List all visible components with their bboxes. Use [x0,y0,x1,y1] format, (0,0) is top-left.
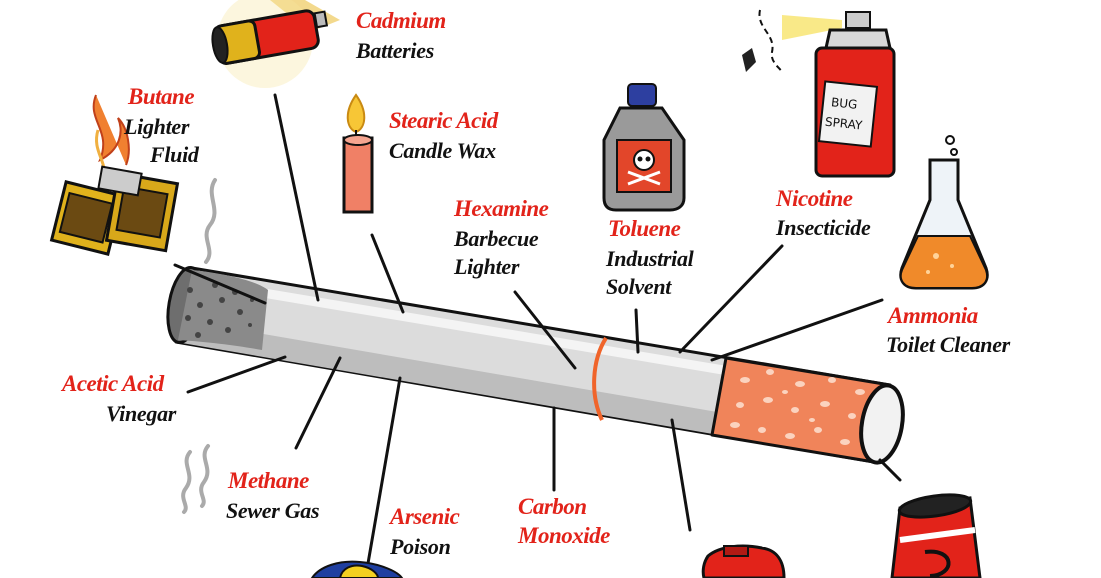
battery-icon [211,0,340,88]
label-solvent: Solvent [606,274,672,299]
label-fluid: Fluid [150,142,199,167]
label-carbon: Carbon [518,494,587,519]
candle-icon [342,93,374,214]
gas-can-icon [701,544,786,578]
label-poison: Poison [390,534,451,559]
poison-bottle-icon [602,83,686,212]
label-butane: Butane [128,84,195,109]
label-methane: Methane [228,468,309,493]
label-nicotine: Nicotine [776,186,853,211]
label-vinegar: Vinegar [106,401,177,426]
label-lighter: Lighter [124,114,190,139]
spray-can-text-2: SPRAY [824,115,863,133]
paint-can-icon [890,493,982,578]
label-stearic-acid: Stearic Acid [389,108,498,133]
label-industrial: Industrial [606,246,694,271]
label-ammonia: Ammonia [888,303,978,328]
spray-can-text-1: BUG [830,95,858,112]
skull-icon [627,149,661,186]
label-insecticide: Insecticide [776,215,871,240]
label-monoxide: Monoxide [518,523,610,548]
label-barbecue-lighter: Lighter [454,254,520,279]
label-cadmium: Cadmium [356,8,446,33]
cigarette [166,265,905,465]
label-sewer-gas: Sewer Gas [226,498,320,523]
label-toluene: Toluene [608,216,681,241]
poison-label-icon [310,560,404,578]
label-batteries: Batteries [356,38,434,63]
leader-lines [173,93,902,577]
label-candle-wax: Candle Wax [389,138,496,163]
label-barbecue: Barbecue [454,226,539,251]
smoke [181,178,217,514]
label-arsenic: Arsenic [390,504,460,529]
lighter-icon [49,94,180,256]
label-acetic-acid: Acetic Acid [62,371,164,396]
spray-can-icon: BUG SPRAY [742,9,896,178]
label-toilet-cleaner: Toilet Cleaner [886,332,1010,357]
label-hexamine: Hexamine [454,196,549,221]
flask-icon [899,135,989,290]
